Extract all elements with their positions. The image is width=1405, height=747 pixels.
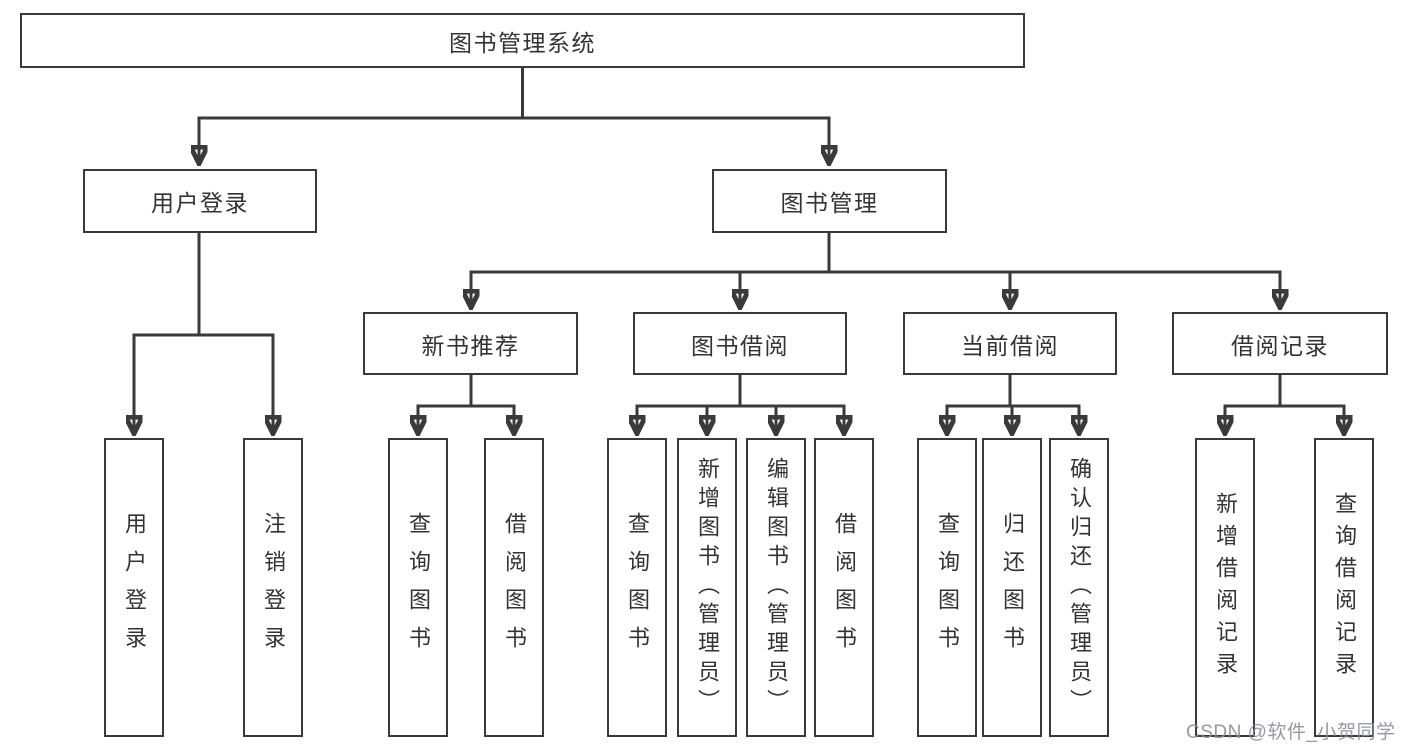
node-label: 当前借阅 — [961, 332, 1059, 359]
leaf-borrow-books-recommend: 借阅图书 — [484, 438, 544, 737]
node-label: 借阅图书 — [832, 511, 857, 664]
node-label: 查询图书 — [406, 511, 431, 664]
node-label: 归还图书 — [1000, 511, 1025, 664]
leaf-query-books-recommend: 查询图书 — [388, 438, 448, 737]
node-label: 新增图书（管理员） — [695, 457, 720, 718]
node-book-management: 图书管理 — [712, 169, 947, 233]
node-label: 新增借阅记录 — [1213, 491, 1238, 684]
node-label: 图书借阅 — [691, 332, 789, 359]
leaf-query-borrow-record: 查询借阅记录 — [1314, 438, 1374, 737]
leaf-query-books-current: 查询图书 — [917, 438, 977, 737]
node-new-book-recommend: 新书推荐 — [363, 312, 578, 375]
node-system-root: 图书管理系统 — [20, 13, 1025, 68]
node-borrow-records: 借阅记录 — [1172, 312, 1388, 375]
node-current-borrow: 当前借阅 — [903, 312, 1117, 375]
node-label: 查询图书 — [625, 511, 650, 664]
leaf-return-books: 归还图书 — [982, 438, 1042, 737]
leaf-edit-books-admin: 编辑图书（管理员） — [746, 438, 806, 737]
leaf-query-books-borrow: 查询图书 — [607, 438, 667, 737]
leaf-borrow-books: 借阅图书 — [814, 438, 874, 737]
node-label: 查询图书 — [935, 511, 960, 664]
node-label: 图书管理系统 — [449, 29, 596, 56]
csdn-watermark: CSDN @软件_小贺同学 — [1186, 722, 1396, 743]
node-label: 用户登录 — [122, 511, 147, 664]
leaf-user-login: 用户登录 — [104, 438, 164, 737]
leaf-logout: 注销登录 — [243, 438, 303, 737]
node-user-login: 用户登录 — [83, 169, 317, 233]
node-label: 图书管理 — [780, 190, 879, 216]
leaf-add-books-admin: 新增图书（管理员） — [677, 438, 737, 737]
node-book-borrow: 图书借阅 — [633, 312, 847, 375]
leaf-confirm-return-admin: 确认归还（管理员） — [1049, 438, 1109, 737]
node-label: 注销登录 — [261, 511, 286, 664]
node-label: 查询借阅记录 — [1332, 491, 1357, 684]
node-label: 确认归还（管理员） — [1067, 457, 1092, 718]
leaf-add-borrow-record: 新增借阅记录 — [1195, 438, 1255, 737]
node-label: 编辑图书（管理员） — [764, 457, 789, 718]
node-label: 新书推荐 — [421, 332, 520, 359]
node-label: 借阅记录 — [1231, 332, 1329, 359]
node-label: 借阅图书 — [502, 511, 527, 664]
node-label: 用户登录 — [151, 190, 249, 216]
